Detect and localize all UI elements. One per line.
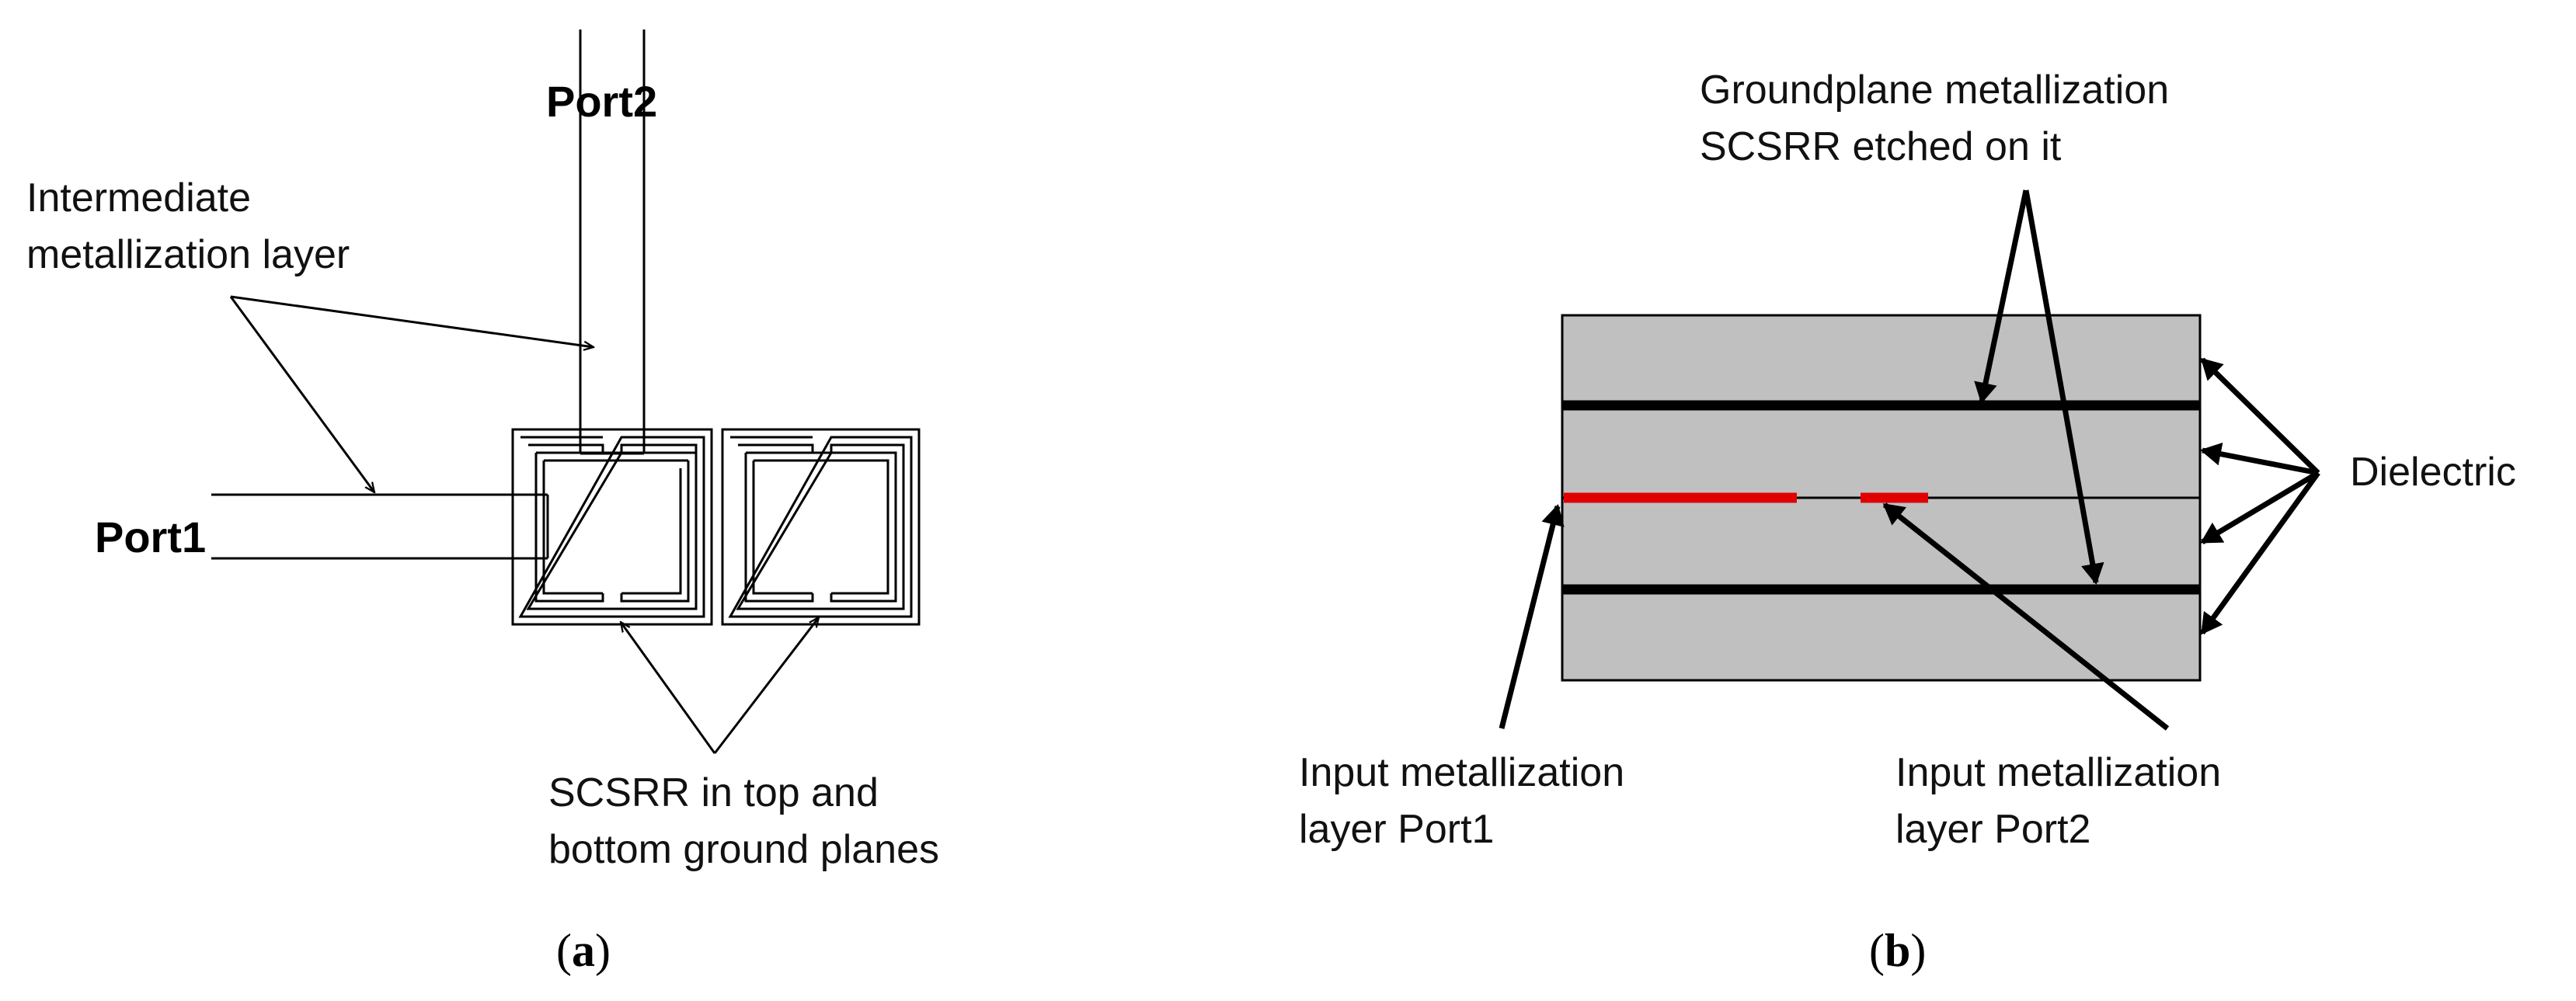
scsrr-label-line1: SCSRR in top and [548, 770, 879, 815]
port1-label: Port1 [95, 513, 206, 561]
dielectric-label: Dielectric [2350, 450, 2516, 495]
caption-b-letter: b [1885, 925, 1910, 976]
groundplane-label-line1: Groundplane metallization [1700, 68, 2169, 113]
groundplane-arrows [1974, 189, 2104, 585]
caption-b-open: ( [1869, 925, 1885, 976]
caption-a-open: ( [556, 925, 572, 976]
scsrr-label-line2: bottom ground planes [548, 827, 939, 872]
intermediate-label-line2: metallization layer [26, 232, 350, 277]
scsrr-arrows [621, 617, 819, 754]
dielectric-arrows [2200, 357, 2320, 635]
intermediate-arrows [229, 295, 594, 492]
scsrr-cell-right [721, 428, 921, 626]
panel-b: Groundplane metallization SCSRR etched o… [1299, 68, 2516, 976]
caption-a: (a) [556, 925, 611, 976]
port2-label: Port2 [546, 77, 657, 126]
input-port2-label-line1: Input metallization [1895, 750, 2221, 795]
input-port2-arrow [1882, 502, 2170, 731]
caption-a-close: ) [595, 925, 611, 976]
input-port2-label-line2: layer Port2 [1895, 807, 2090, 852]
caption-b: (b) [1869, 925, 1926, 976]
caption-b-close: ) [1910, 925, 1926, 976]
caption-a-letter: a [572, 925, 595, 976]
input-port1-label-line1: Input metallization [1299, 750, 1624, 795]
scsrr-cell-left [511, 428, 713, 626]
groundplane-label-line2: SCSRR etched on it [1700, 124, 2062, 169]
intermediate-label-line1: Intermediate [26, 176, 251, 221]
port1-feed-line [211, 493, 549, 560]
input-port1-arrow [1499, 504, 1565, 729]
input-port1-label-line2: layer Port1 [1299, 807, 1494, 852]
panel-a: Port2 Port1 Intermediate metallization l… [26, 30, 939, 976]
